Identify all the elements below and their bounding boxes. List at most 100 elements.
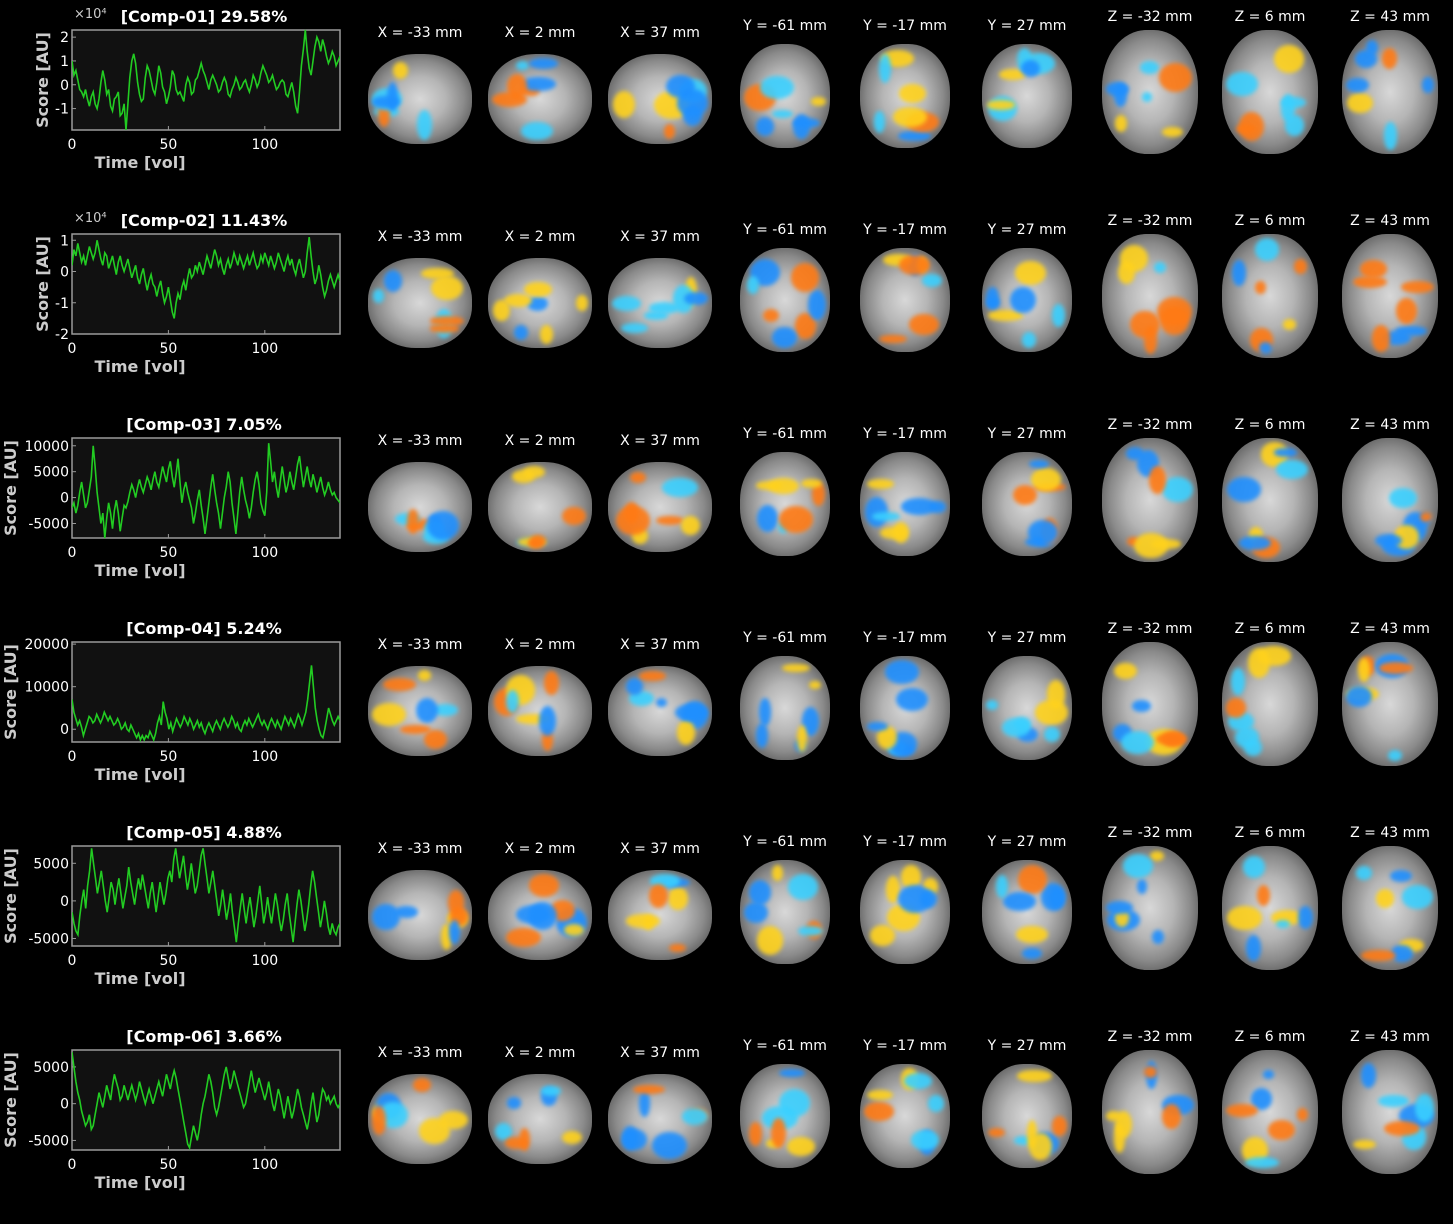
- activation-blob: [795, 312, 816, 340]
- activation-blob: [1043, 727, 1060, 743]
- activation-blob: [1046, 680, 1066, 709]
- slice-coordinate-label: Z = -32 mm: [1107, 1029, 1193, 1045]
- activation-blob: [770, 1118, 787, 1148]
- activation-blob: [1052, 1116, 1067, 1136]
- y-tick-label: 5000: [33, 856, 69, 872]
- activation-blob: [621, 322, 648, 333]
- activation-blob: [1263, 1070, 1274, 1079]
- y-axis-label: Score [AU]: [33, 32, 52, 128]
- activation-blob: [1391, 944, 1414, 963]
- y-axis-label: Score [AU]: [33, 236, 52, 332]
- slice-coordinate-label: X = -33 mm: [377, 1045, 463, 1061]
- activation-blob: [1374, 534, 1402, 548]
- brain-slice-cor: Y = -61 mm: [725, 424, 845, 584]
- activation-blob: [515, 714, 550, 725]
- activation-blob: [523, 466, 545, 479]
- activation-blob: [779, 1088, 810, 1117]
- x-tick-label: 100: [251, 137, 278, 153]
- activation-blob: [1422, 77, 1434, 93]
- activation-blob: [1352, 1139, 1376, 1149]
- activation-blob: [675, 703, 708, 722]
- brain-slice-ax: Z = 6 mm: [1210, 0, 1330, 160]
- activation-blob: [524, 281, 552, 298]
- activation-blob: [759, 698, 771, 726]
- brain-slice-ax: Z = -32 mm: [1090, 612, 1210, 772]
- activation-blob: [384, 270, 403, 292]
- activation-blob: [899, 83, 927, 103]
- slice-coordinate-label: Z = 43 mm: [1350, 213, 1430, 229]
- brain-anatomy-image: [982, 860, 1072, 964]
- brain-slice-cor: Y = 27 mm: [967, 16, 1087, 176]
- activation-blob: [629, 691, 655, 707]
- activation-blob: [1346, 685, 1373, 707]
- brain-slice-ax: Z = -32 mm: [1090, 816, 1210, 976]
- activation-blob: [629, 471, 647, 484]
- y-exponent-label: ×10⁴: [74, 7, 107, 22]
- activation-blob: [505, 690, 519, 714]
- activation-blob: [1041, 882, 1065, 912]
- brain-slice-sag: X = -33 mm: [360, 832, 480, 992]
- activation-blob: [417, 110, 432, 140]
- activation-blob: [1243, 855, 1265, 879]
- activation-blob: [1140, 60, 1160, 74]
- y-tick-label: 0: [60, 894, 69, 910]
- brain-anatomy-image: [368, 666, 472, 756]
- activation-blob: [1245, 934, 1261, 962]
- activation-blob: [564, 923, 585, 936]
- activation-blob: [1009, 286, 1036, 314]
- activation-blob: [1132, 700, 1152, 712]
- brain-slice-sag: X = 2 mm: [480, 220, 600, 380]
- activation-blob: [1021, 947, 1043, 960]
- activation-blob: [1274, 448, 1297, 457]
- activation-blob: [1390, 869, 1412, 882]
- y-tick-label: -1: [55, 102, 69, 118]
- activation-blob: [1021, 59, 1040, 77]
- plot-title: [Comp-03] 7.05%: [126, 415, 281, 434]
- activation-blob: [892, 521, 910, 543]
- x-axis-label: Time [vol]: [94, 357, 185, 376]
- activation-blob: [893, 107, 927, 128]
- activation-blob: [1358, 658, 1370, 682]
- brain-anatomy-image: [1222, 846, 1318, 970]
- y-tick-label: 20000: [24, 637, 69, 653]
- brain-anatomy-image: [860, 44, 950, 148]
- activation-blob: [927, 1094, 945, 1112]
- activation-blob: [870, 925, 895, 946]
- activation-blob: [901, 498, 937, 515]
- activation-blob: [1130, 310, 1160, 339]
- brain-slice-ax: Z = 43 mm: [1330, 816, 1450, 976]
- brain-slice-ax: Z = 43 mm: [1330, 612, 1450, 772]
- brain-anatomy-image: [1102, 1050, 1198, 1174]
- activation-blob: [1136, 879, 1147, 895]
- slice-coordinate-label: X = -33 mm: [377, 25, 463, 41]
- brain-slice-sag: X = -33 mm: [360, 628, 480, 788]
- brain-slice-cor: Y = -17 mm: [845, 628, 965, 788]
- activation-blob: [1235, 123, 1256, 134]
- slice-coordinate-label: X = 2 mm: [504, 637, 576, 653]
- brain-slice-cor: Y = -61 mm: [725, 16, 845, 176]
- y-tick-label: 0: [60, 1097, 69, 1113]
- activation-blob: [1141, 92, 1153, 102]
- brain-slice-cor: Y = -17 mm: [845, 16, 965, 176]
- activation-blob: [1384, 122, 1397, 150]
- activation-blob: [1381, 47, 1398, 69]
- activation-blob: [772, 326, 797, 348]
- brain-slice-cor: Y = -17 mm: [845, 220, 965, 380]
- brain-anatomy-image: [1222, 30, 1318, 154]
- x-tick-label: 50: [159, 137, 177, 153]
- activation-blob: [1028, 520, 1058, 545]
- activation-blob: [1420, 511, 1432, 523]
- activation-blob: [667, 887, 688, 910]
- activation-blob: [1162, 731, 1185, 748]
- brain-slice-sag: X = 2 mm: [480, 1036, 600, 1196]
- brain-slice-ax: Z = 6 mm: [1210, 612, 1330, 772]
- slice-coordinate-label: Y = -17 mm: [863, 222, 947, 238]
- activation-blob: [895, 687, 928, 711]
- activation-blob: [528, 58, 559, 70]
- brain-slice-ax: Z = -32 mm: [1090, 204, 1210, 364]
